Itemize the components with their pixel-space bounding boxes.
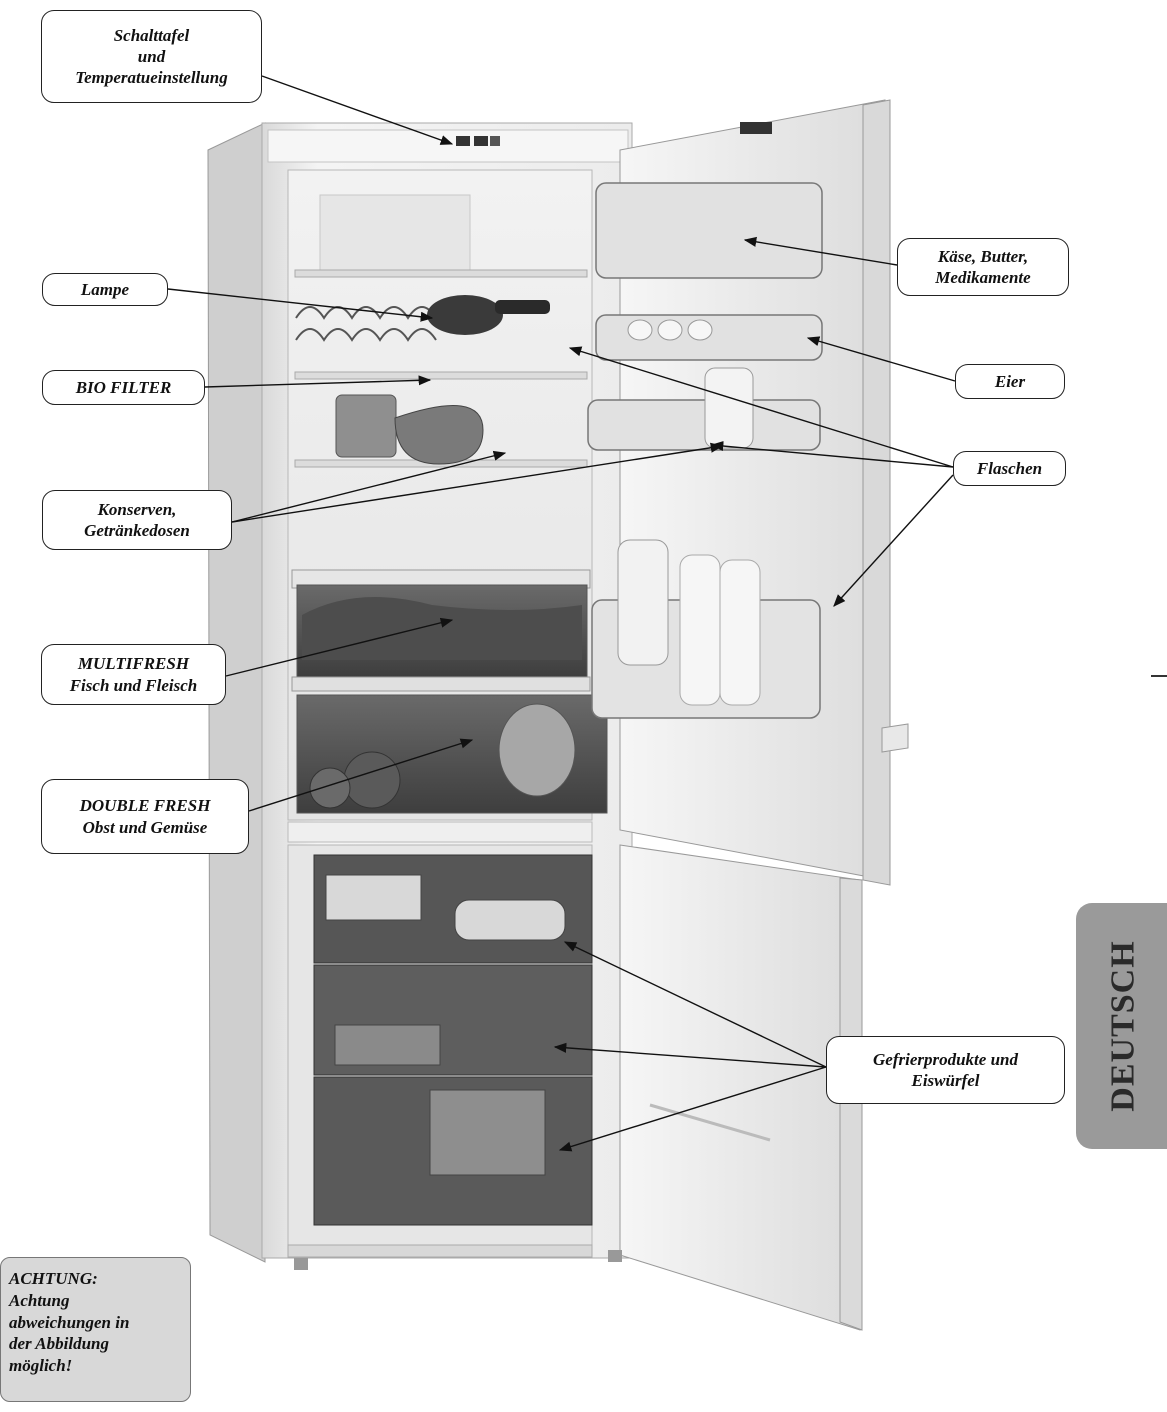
margin-dash xyxy=(1151,675,1167,677)
label-lamp: Lampe xyxy=(42,273,168,306)
leader-lines xyxy=(167,75,956,1152)
arrow-doublefresh xyxy=(248,738,474,812)
arrow-bio-filter xyxy=(204,375,432,388)
arrow-cheese xyxy=(743,236,898,266)
label-bio-filter: BIO FILTER xyxy=(42,370,205,405)
arrow-cans-1 xyxy=(231,450,507,523)
arrow-bottles-3 xyxy=(833,474,954,607)
warning-note: ACHTUNG: Achtung abweichungen in der Abb… xyxy=(0,1257,191,1402)
arrow-frozen-3 xyxy=(558,1066,827,1152)
arrow-frozen-1 xyxy=(563,941,827,1068)
fridge-foot-right xyxy=(608,1250,622,1262)
language-tab-label: DEUTSCH xyxy=(1104,940,1142,1112)
arrow-frozen-2 xyxy=(553,1042,827,1068)
arrow-eggs xyxy=(806,336,956,382)
arrow-bottles-2 xyxy=(710,441,954,468)
arrow-control-panel xyxy=(261,75,454,145)
fridge-body xyxy=(207,122,633,1263)
label-control-panel: Schalttafel und Temperatueinstellung xyxy=(41,10,262,103)
arrow-cans-2 xyxy=(231,442,724,523)
label-bottles: Flaschen xyxy=(953,451,1066,486)
label-cans-drinks: Konserven, Getränkedosen xyxy=(42,490,232,550)
arrow-multifresh xyxy=(225,617,454,677)
fridge-door xyxy=(587,99,909,886)
label-cheese-butter-medicine: Käse, Butter, Medikamente xyxy=(897,238,1069,296)
label-eggs: Eier xyxy=(955,364,1065,399)
freezer-door xyxy=(619,844,863,1331)
arrow-bottles-1 xyxy=(568,346,954,468)
label-multifresh: MULTIFRESH Fisch und Fleisch xyxy=(41,644,226,705)
arrow-lamp xyxy=(167,288,434,322)
language-tab: DEUTSCH xyxy=(1076,903,1167,1149)
fridge-foot-left xyxy=(294,1258,308,1270)
label-doublefresh: DOUBLE FRESH Obst und Gemüse xyxy=(41,779,249,854)
label-frozen-ice: Gefrierprodukte und Eiswürfel xyxy=(826,1036,1065,1104)
